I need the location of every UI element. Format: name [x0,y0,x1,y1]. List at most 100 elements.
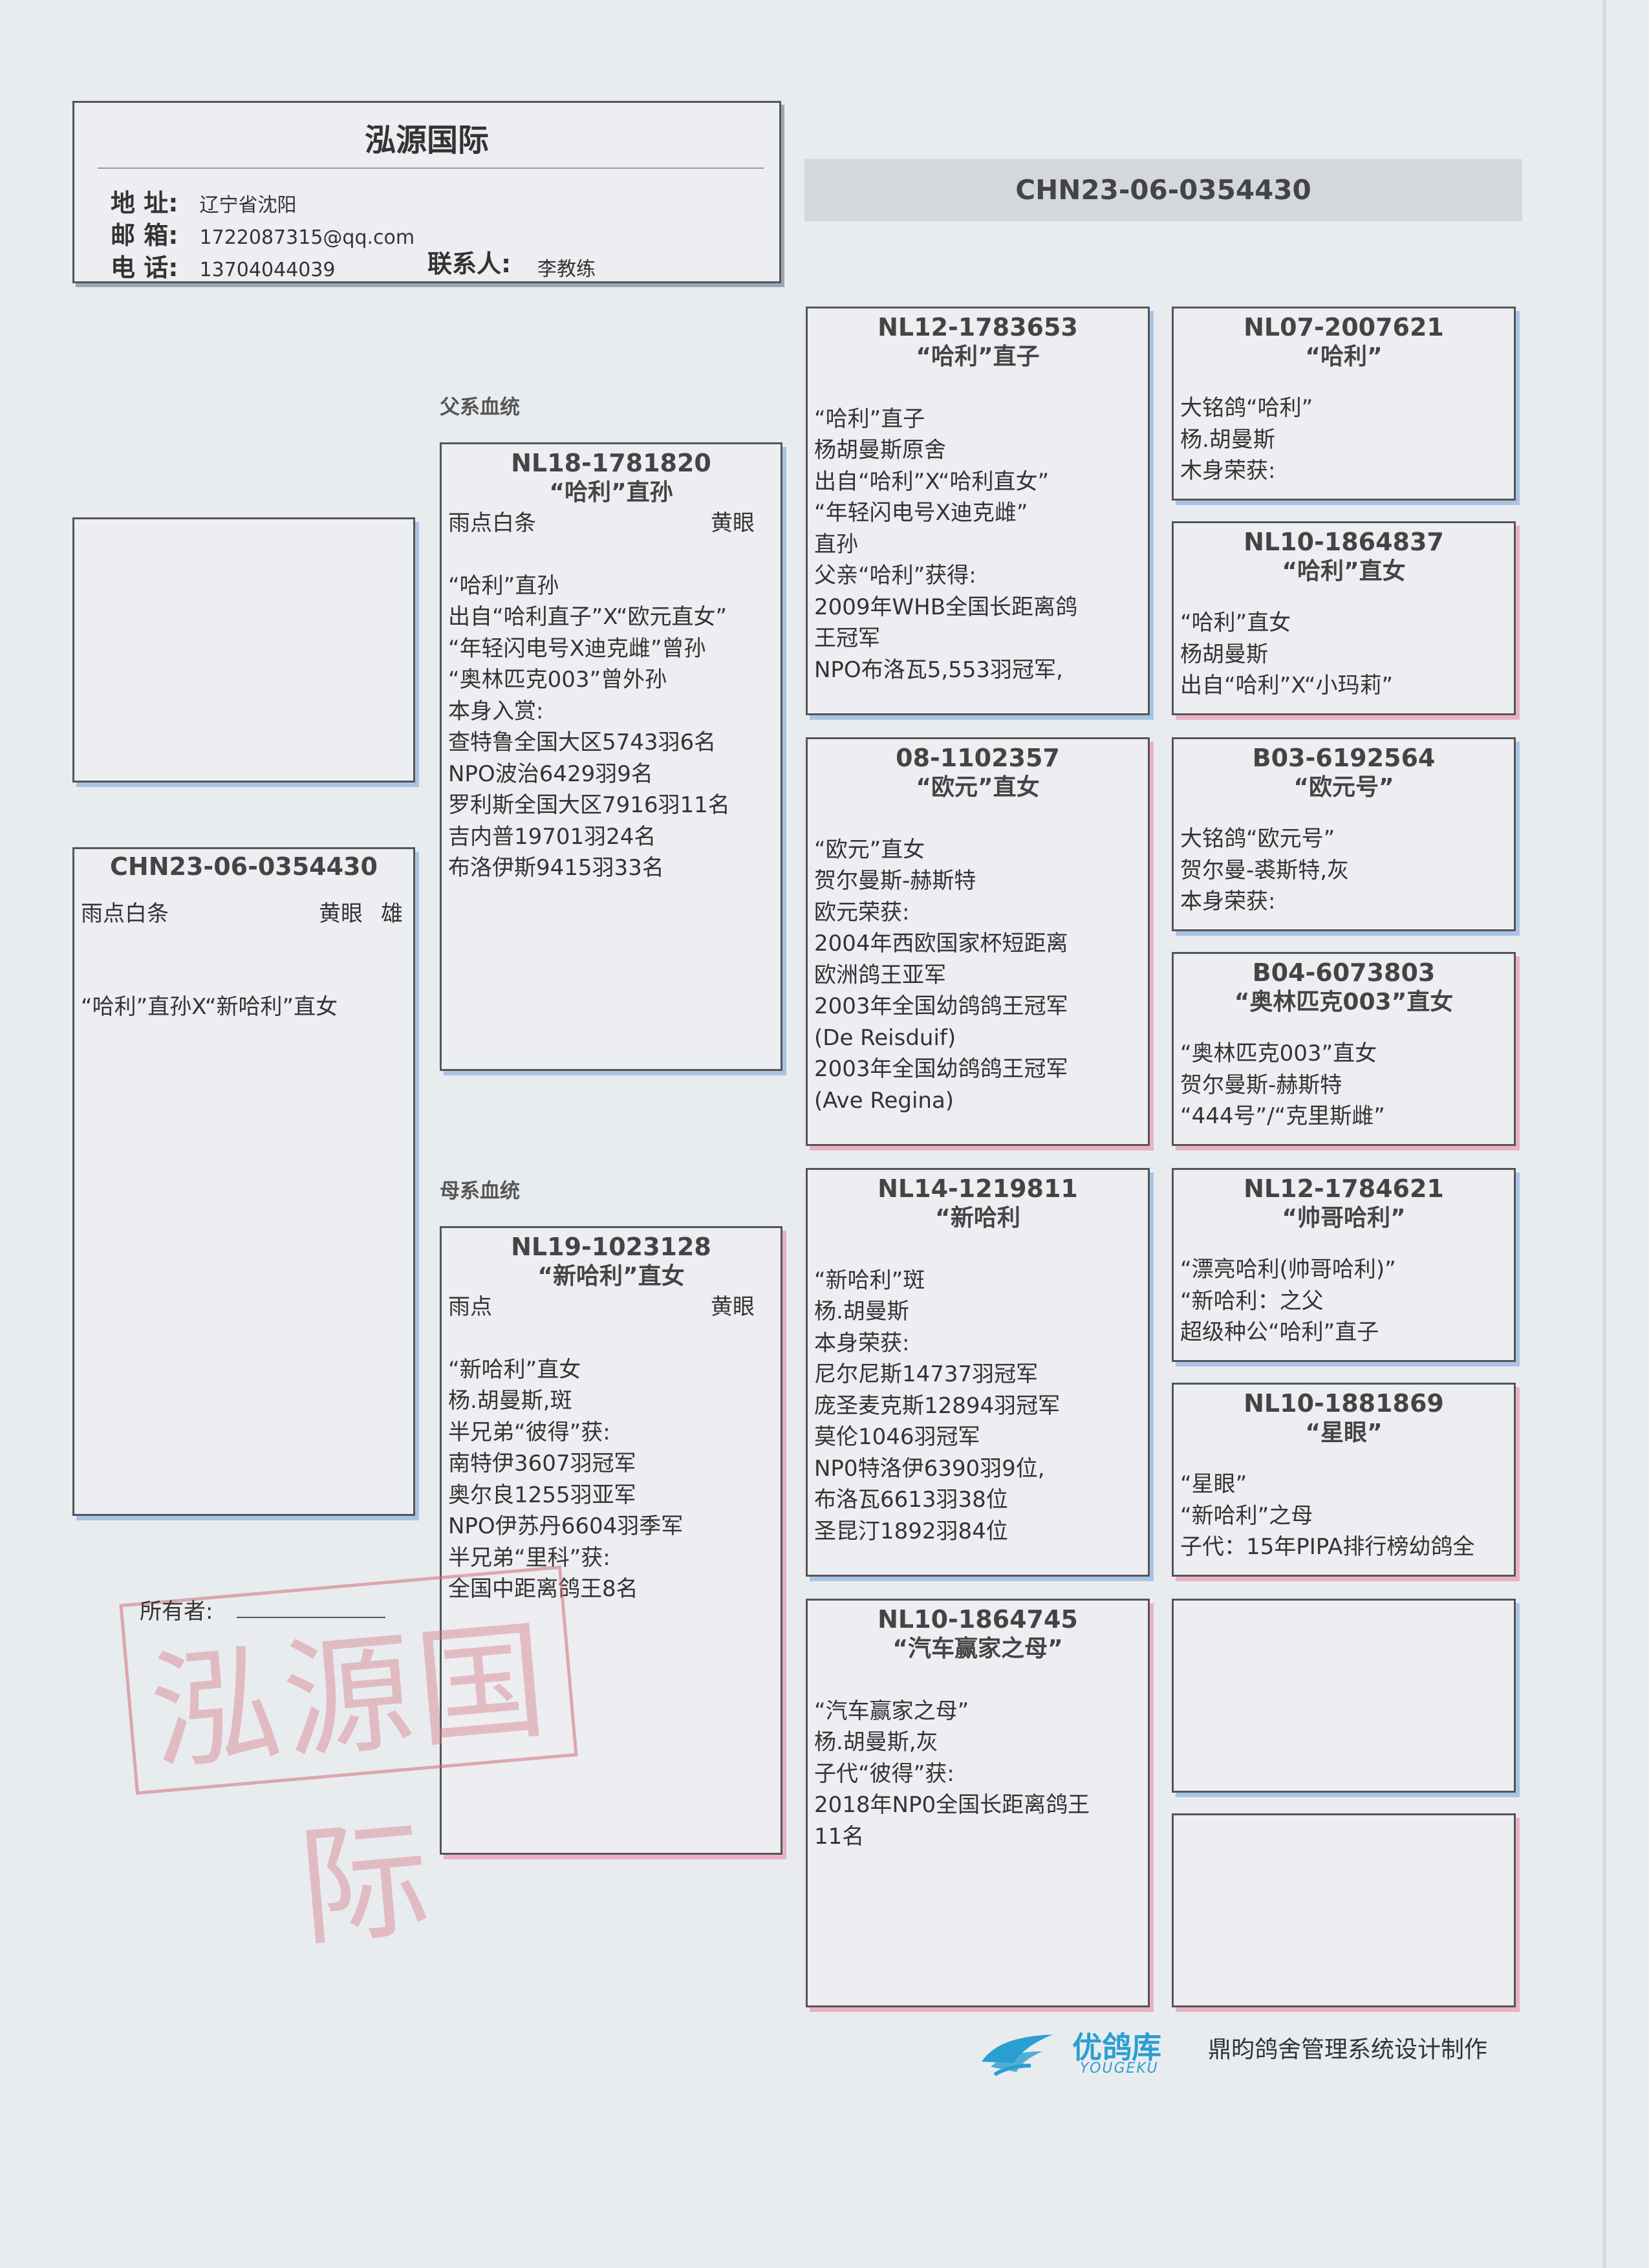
note-line: 吉内普19701羽24名 [448,823,656,850]
note-line: 欧洲鸽王亚军 [814,962,946,988]
gen4-name: “帅哥哈利” [1282,1205,1406,1231]
gen4-name: “欧元号” [1293,774,1394,801]
email-label: 邮 箱: [111,221,178,250]
logo-cn-text: 优鸽库 [1072,2030,1161,2065]
note-line: 2003年全国幼鸽鸽王冠军 [814,993,1068,1019]
address-value: 辽宁省沈阳 [199,194,297,217]
gen4-notes: “星眼”“新哈利”之母子代：15年PIPA排行榜幼鸽全 [1174,1469,1514,1563]
note-line: “新哈利：之父 [1180,1288,1324,1314]
subject-ring: CHN23-06-0354430 [110,852,378,881]
gen3-name: “哈利”直子 [916,343,1040,370]
gen4-ring: NL10-1881869 [1244,1389,1444,1418]
dam-name: “新哈利”直女 [537,1263,685,1290]
gen4-card-1: NL07-2007621 “哈利” 大铭鸽“哈利”杨.胡曼斯木身荣获: [1172,307,1516,501]
note-line: 杨.胡曼斯 [814,1299,909,1324]
note-line: 贺尔曼-裘斯特,灰 [1180,857,1350,883]
gen3-card-2: 08-1102357 “欧元”直女 “欧元”直女贺尔曼斯-赫斯特欧元荣获:200… [806,737,1150,1146]
note-line: 大铭鸽“哈利” [1180,395,1313,421]
phone-label: 电 话: [111,254,178,282]
gen4-ring: B03-6192564 [1252,744,1436,772]
note-line: “星眼” [1180,1471,1247,1497]
gen3-notes: “哈利”直子杨胡曼斯原舍出自“哈利”X“哈利直女”“年轻闪电号X迪克雌”直孙父亲… [808,372,1148,686]
gen3-card-3: NL14-1219811 “新哈利 “新哈利”斑杨.胡曼斯本身荣获:尼尔尼斯14… [806,1168,1150,1577]
note-line: 父亲“哈利”获得: [814,563,976,589]
yougeku-logo: 优鸽库 YOUGEKU [975,2023,1208,2081]
gen4-notes: 大铭鸽“哈利” 杨.胡曼斯木身荣获: [1174,393,1514,487]
sire-eye: 黄眼 [711,510,755,536]
note-line: 半兄弟“彼得”获: [448,1419,610,1445]
gen3-ring: 08-1102357 [896,744,1060,772]
note-line: “444号”/“克里斯雌” [1180,1103,1385,1129]
gen4-card-5: NL12-1784621 “帅哥哈利” “漂亮哈利(帅哥哈利)”“新哈利：之父超… [1172,1168,1516,1362]
phone-row: 电 话: 13704044039 联系人: 李教练 [111,248,757,283]
note-line: “奥林匹克003”曾外孙 [448,667,667,693]
note-line: 杨.胡曼斯,斑 [448,1388,572,1414]
sire-color: 雨点白条 [448,510,536,536]
note-line: 杨胡曼斯 [1180,641,1268,667]
gen3-card-1: NL12-1783653 “哈利”直子 “哈利”直子杨胡曼斯原舍出自“哈利”X“… [806,307,1150,715]
owner-label: 所有者: [140,1599,213,1625]
note-line: 出自“哈利”X“哈利直女” [814,468,1050,495]
footer-credit: 鼎昀鸽舍管理系统设计制作 [1208,2036,1488,2063]
note-line: 南特伊3607羽冠军 [448,1451,636,1476]
note-line [814,372,1141,404]
loft-info-box: 泓源国际 地 址: 辽宁省沈阳 邮 箱: 1722087315@qq.com 电… [72,101,781,283]
note-line: 王冠军 [814,625,880,651]
note-line: 贺尔曼斯-赫斯特 [814,868,976,894]
note-line: 布洛伊斯9415羽33名 [448,855,664,881]
gen4-name: “星眼” [1305,1420,1383,1446]
address-row: 地 址: 辽宁省沈阳 [111,183,297,219]
note-line: NPO伊苏丹6604羽季军 [448,1513,684,1539]
address-label: 地 址: [111,189,178,217]
note-line [814,1664,1141,1696]
gen4-notes: “漂亮哈利(帅哥哈利)”“新哈利：之父超级种公“哈利”直子 [1174,1254,1514,1348]
note-line: 罗利斯全国大区7916羽11名 [448,792,730,818]
logo-en-text: YOUGEKU [1080,2060,1159,2077]
gen4-card-6: NL10-1881869 “星眼” “星眼”“新哈利”之母子代：15年PIPA排… [1172,1383,1516,1577]
note-line: NPO布洛瓦5,553羽冠军, [814,656,1063,683]
note-line: “汽车赢家之母” [814,1698,969,1724]
gen4-name: “哈利”直女 [1282,558,1406,585]
note-line: 木身荣获: [1180,458,1276,484]
note-line: 子代“彼得”获: [814,1760,954,1787]
note-line: 直孙 [814,531,858,557]
subject-pedigree-row: “哈利”直孙X“新哈利”直女 [74,991,413,1022]
contact-label: 联系人: [427,250,512,278]
note-line: 11名 [814,1823,865,1850]
gen4-card-2: NL10-1864837 “哈利”直女 “哈利”直女杨胡曼斯出自“哈利”X“小玛… [1172,521,1516,715]
subject-pedigree: “哈利”直孙X“新哈利”直女 [81,994,338,1020]
note-line: 杨胡曼斯原舍 [814,437,946,463]
note-line: 本身入赏: [448,698,544,724]
gen4-card-3: B03-6192564 “欧元号” 大铭鸽“欧元号”贺尔曼-裘斯特,灰本身荣获: [1172,737,1516,931]
note-line: (De Reisduif) [814,1024,956,1051]
dam-color: 雨点 [448,1294,492,1320]
gen4-card-empty-1 [1172,1599,1516,1793]
gen3-ring: NL14-1219811 [878,1174,1078,1203]
note-line: 欧元荣获: [814,899,910,925]
note-line: 大铭鸽“欧元号” [1180,826,1335,852]
gen3-name: “欧元”直女 [916,774,1040,801]
note-line: “哈利”直女 [1180,610,1291,636]
note-line: 子代：15年PIPA排行榜幼鸽全 [1180,1534,1475,1560]
note-line: (Ave Regina) [814,1087,954,1114]
note-line: 2018年NP0全国长距离鸽王 [814,1792,1090,1818]
note-line: 贺尔曼斯-赫斯特 [1180,1072,1342,1098]
note-line: 半兄弟“里科”获: [448,1544,610,1571]
note-line: “漂亮哈利(帅哥哈利)” [1180,1257,1396,1282]
note-line: 出自“哈利直子”X“欧元直女” [448,604,727,630]
pigeon-photo-placeholder [72,517,415,783]
note-line: 出自“哈利”X“小玛莉” [1180,673,1394,698]
gen4-notes: “奥林匹克003”直女贺尔曼斯-赫斯特“444号”/“克里斯雌” [1174,1038,1514,1132]
gen4-notes: “哈利”直女杨胡曼斯出自“哈利”X“小玛莉” [1174,607,1514,702]
note-line: 杨.胡曼斯 [1180,426,1275,453]
sire-name: “哈利”直孙 [549,479,673,506]
subject-sex: 雄 [381,901,403,927]
note-line: “新哈利”直女 [448,1356,581,1383]
dam-ring: NL19-1023128 [511,1233,711,1261]
note-line: 圣昆汀1892羽84位 [814,1518,1008,1544]
gen4-notes: 大铭鸽“欧元号”贺尔曼-裘斯特,灰本身荣获: [1174,823,1514,918]
note-line: 全国中距离鸽王8名 [448,1576,638,1602]
contact-value: 李教练 [537,258,596,281]
gen3-name: “汽车赢家之母” [892,1636,1063,1662]
